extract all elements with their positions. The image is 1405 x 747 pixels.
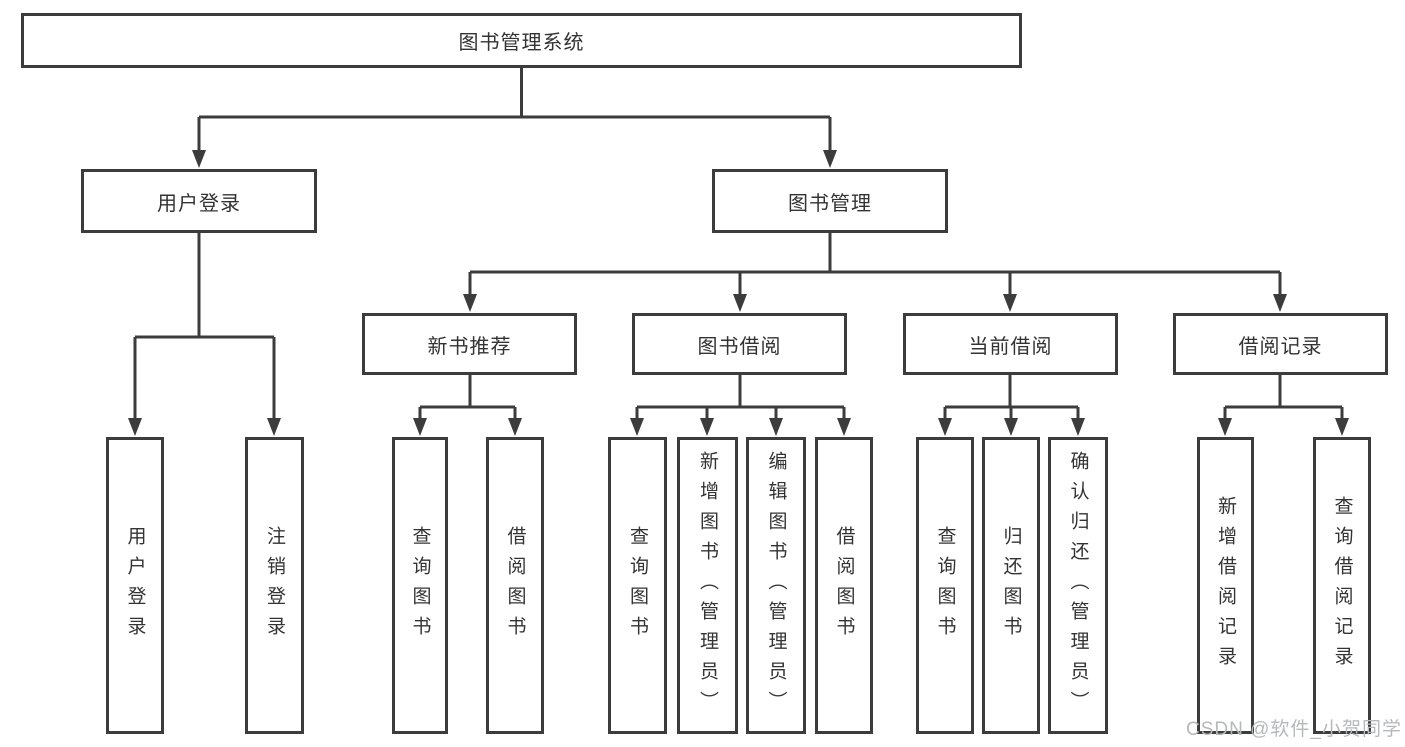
arrow-down-icon xyxy=(1071,418,1085,436)
arrow-down-icon xyxy=(192,150,206,168)
arrow-down-icon xyxy=(463,294,477,312)
arrow-down-icon xyxy=(413,418,427,436)
leaf-query-books-recommend: 查询图书 xyxy=(392,437,448,734)
arrow-down-icon xyxy=(938,418,952,436)
arrow-down-icon xyxy=(1003,294,1017,312)
arrow-down-icon xyxy=(700,418,714,436)
arrow-down-icon xyxy=(1004,418,1018,436)
arrow-down-icon xyxy=(823,150,837,168)
leaf-borrow-books-borrow: 借阅图书 xyxy=(815,437,873,734)
leaf-logout: 注销登录 xyxy=(245,437,304,734)
connector-lines xyxy=(133,68,1344,421)
leaf-user-login: 用户登录 xyxy=(106,437,164,734)
node-user-login: 用户登录 xyxy=(81,169,317,233)
leaf-confirm-return-admin: 确认归还（管理员） xyxy=(1048,437,1108,734)
node-book-borrow: 图书借阅 xyxy=(632,313,847,375)
arrow-down-icon xyxy=(128,418,142,436)
leaf-query-books-current: 查询图书 xyxy=(916,437,974,734)
arrow-down-icon xyxy=(1218,418,1232,436)
arrow-down-icon xyxy=(733,294,747,312)
leaf-add-borrow-record: 新增借阅记录 xyxy=(1197,437,1254,734)
node-book-management: 图书管理 xyxy=(712,169,948,233)
arrow-down-icon xyxy=(267,418,281,436)
leaf-return-books: 归还图书 xyxy=(982,437,1040,734)
arrow-down-icon xyxy=(630,418,644,436)
leaf-query-borrow-record: 查询借阅记录 xyxy=(1313,437,1371,734)
leaf-add-book-admin: 新增图书（管理员） xyxy=(677,437,738,734)
arrow-down-icon xyxy=(769,418,783,436)
node-borrow-records: 借阅记录 xyxy=(1173,313,1388,375)
node-root-system: 图书管理系统 xyxy=(21,13,1022,68)
node-current-borrow: 当前借阅 xyxy=(903,313,1118,375)
arrow-down-icon xyxy=(1273,294,1287,312)
arrow-down-icon xyxy=(508,418,522,436)
arrow-down-icon xyxy=(1335,418,1349,436)
leaf-borrow-books-recommend: 借阅图书 xyxy=(486,437,544,734)
csdn-watermark: CSDN @软件_小贺同学 xyxy=(1186,719,1402,740)
node-new-book-recommend: 新书推荐 xyxy=(362,313,577,375)
arrow-down-icon xyxy=(837,418,851,436)
leaf-edit-book-admin: 编辑图书（管理员） xyxy=(746,437,806,734)
leaf-query-books-borrow: 查询图书 xyxy=(608,437,667,734)
arrowhead-icons xyxy=(128,150,1349,436)
